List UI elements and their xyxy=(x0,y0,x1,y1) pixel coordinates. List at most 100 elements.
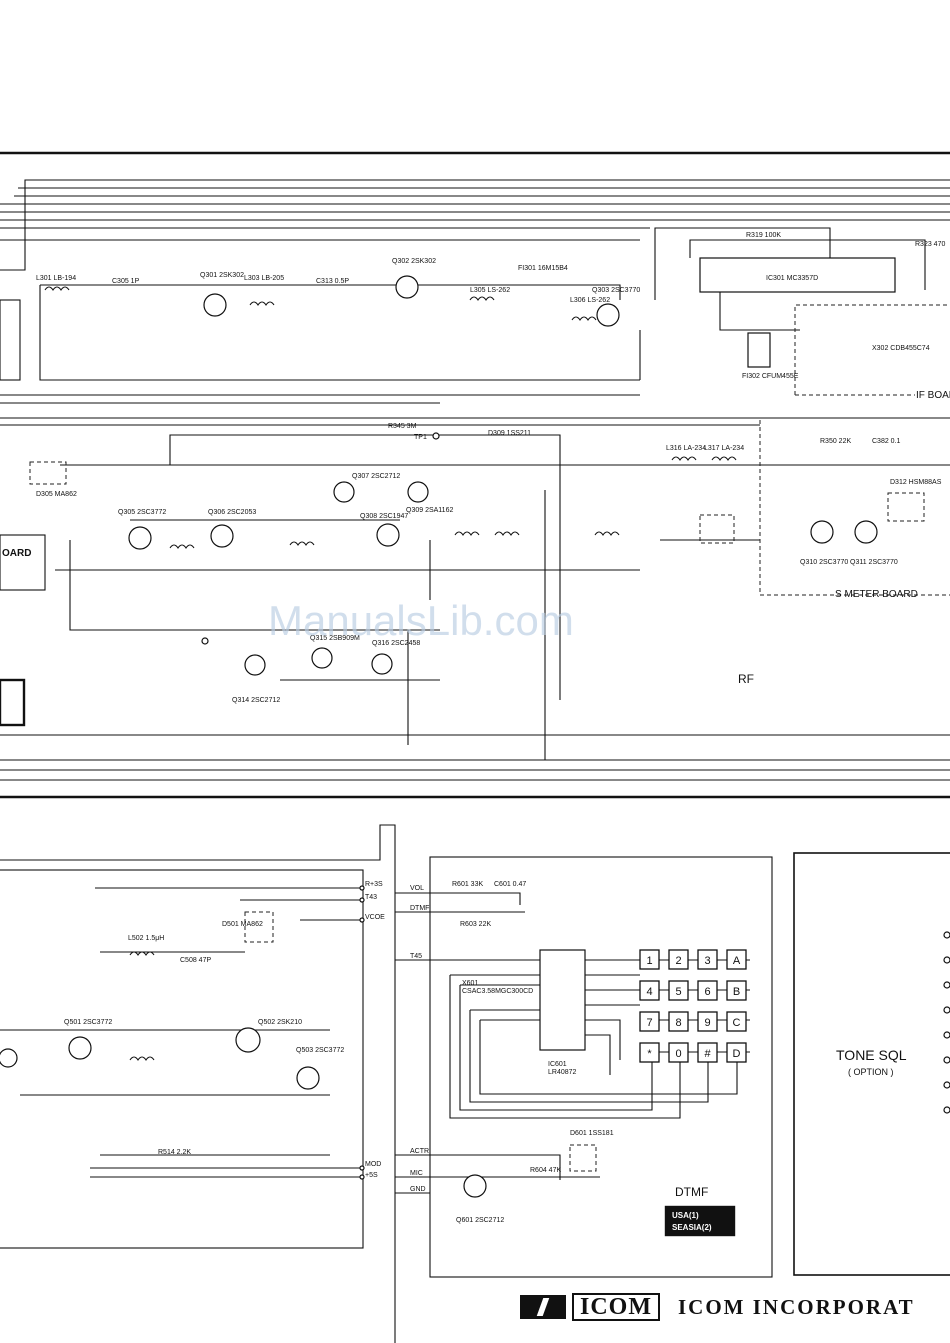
footer-logo: ICOM ICOM INCORPORAT xyxy=(520,1292,915,1322)
pin-5s-label: +5S xyxy=(365,1172,378,1179)
q601-label: Q601 2SC2712 xyxy=(456,1217,504,1224)
keypad-key-box xyxy=(668,1011,689,1032)
keypad-key-label: 4 xyxy=(646,986,652,998)
keypad-key-label: 1 xyxy=(646,955,652,967)
r603-label: R603 22K xyxy=(460,921,491,928)
keypad-key-box xyxy=(697,1042,718,1063)
ic601 xyxy=(539,949,586,1051)
l303-label: L303 LB-205 xyxy=(244,275,284,282)
tone-sql-title: TONE SQL xyxy=(836,1047,907,1063)
keypad-key-label: D xyxy=(733,1048,741,1060)
dtmf-versions-box: USA(1) SEASIA(2) xyxy=(672,1211,712,1232)
keypad-key-label: 3 xyxy=(704,955,710,967)
r350-label: R350 22K xyxy=(820,438,851,445)
q305-label: Q305 2SC3772 xyxy=(118,509,166,516)
pin-t43-label: T43 xyxy=(365,894,377,901)
pin-vol-label: VOL xyxy=(410,885,424,892)
pin-r35-label: R+3S xyxy=(365,881,383,888)
keypad-key: 7 xyxy=(639,1011,660,1032)
keypad-key-label: 9 xyxy=(704,1017,710,1029)
l317-label: L317 LA-234 xyxy=(704,445,744,452)
d501-label: D501 MA862 xyxy=(222,921,263,928)
q315-label: Q315 2SB909M xyxy=(310,635,360,642)
pin-dtmf-label: DTMF xyxy=(410,905,429,912)
s-meter-board-label: S METER BOARD xyxy=(835,589,918,600)
r604-label: R604 47K xyxy=(530,1167,561,1174)
l306-label: L306 LS-262 xyxy=(570,297,610,304)
if-board-label: IF BOARD xyxy=(916,390,950,401)
tone-sql-board: TONE SQL ( OPTION ) xyxy=(793,852,950,1276)
keypad-key-box xyxy=(639,1042,660,1063)
keypad-key-box xyxy=(668,980,689,1001)
vco-board xyxy=(0,824,396,1343)
r319-label: R319 100K xyxy=(746,232,781,239)
r514-label: R514 2.2K xyxy=(158,1149,191,1156)
keypad-key: 0 xyxy=(668,1042,689,1063)
dtmf-version-1: USA(1) xyxy=(672,1211,699,1220)
keypad-key: 2 xyxy=(668,949,689,970)
keypad-key-box xyxy=(668,949,689,970)
d309-label: D309 1SS211 xyxy=(488,430,531,437)
q316-label: Q316 2SC2458 xyxy=(372,640,420,647)
keypad-key-box xyxy=(639,980,660,1001)
fi301-label: FI301 16M15B4 xyxy=(518,265,568,272)
keypad-key-label: 6 xyxy=(704,986,710,998)
vco-labels: R+3S T43 VCOE MOD +5S Q501 2SC3772 Q502 … xyxy=(64,881,385,1179)
q308-label: Q308 2SC1947 xyxy=(360,513,408,520)
pin-gnd-label: GND xyxy=(410,1186,426,1193)
keypad-key-box xyxy=(639,949,660,970)
keypad-key-label: B xyxy=(733,986,740,998)
keypad-key-label: 5 xyxy=(675,986,681,998)
pin-actr-label: ACTR xyxy=(410,1148,429,1155)
keypad-key: D xyxy=(726,1042,747,1063)
l502-label: L502 1.5μH xyxy=(128,935,164,942)
keypad-key: 6 xyxy=(697,980,718,1001)
keypad-key: B xyxy=(726,980,747,1001)
keypad-key-box xyxy=(726,949,747,970)
keypad-key: A xyxy=(726,949,747,970)
rf-board xyxy=(0,151,950,799)
q503-label: Q503 2SC3772 xyxy=(296,1047,344,1054)
keypad-key: # xyxy=(697,1042,718,1063)
ic301 xyxy=(699,257,896,293)
keypad-key-box xyxy=(697,980,718,1001)
board-fragment-label: OARD xyxy=(2,548,31,559)
pin-mod-label: MOD xyxy=(365,1161,381,1168)
c305-label: C305 1P xyxy=(112,278,140,285)
l305-label: L305 LS-262 xyxy=(470,287,510,294)
keypad-key: 8 xyxy=(668,1011,689,1032)
c601-label: C601 0.47 xyxy=(494,881,526,888)
company-name: ICOM INCORPORAT xyxy=(678,1294,915,1319)
keypad-key: 4 xyxy=(639,980,660,1001)
fi302-label: FI302 CFUM455E xyxy=(742,373,799,380)
keypad-key-label: C xyxy=(733,1017,741,1029)
l316-label: L316 LA-234 xyxy=(666,445,706,452)
pin-t45-label: T45 xyxy=(410,953,422,960)
keypad-key-box xyxy=(639,1011,660,1032)
tone-sql-subtitle: ( OPTION ) xyxy=(848,1067,894,1077)
keypad-key-label: A xyxy=(733,955,741,967)
ic301-label: IC301 MC3357D xyxy=(766,275,818,282)
keypad-key: C xyxy=(726,1011,747,1032)
icom-brand: ICOM xyxy=(572,1293,660,1321)
l301-label: L301 LB-194 xyxy=(36,275,76,282)
icom-logo-icon xyxy=(520,1295,566,1319)
c508-label: C508 47P xyxy=(180,957,211,964)
pin-mic-label: MIC xyxy=(410,1170,423,1177)
keypad-key-box xyxy=(697,949,718,970)
q314-label: Q314 2SC2712 xyxy=(232,697,280,704)
keypad-key-label: 2 xyxy=(675,955,681,967)
keypad-key-label: # xyxy=(704,1048,711,1060)
keypad-key: 5 xyxy=(668,980,689,1001)
q307-label: Q307 2SC2712 xyxy=(352,473,400,480)
keypad-key-box xyxy=(726,1011,747,1032)
q309-label: Q309 2SA1162 xyxy=(406,507,453,514)
keypad-key-label: 7 xyxy=(646,1017,652,1029)
dtmf-version-2: SEASIA(2) xyxy=(672,1223,712,1232)
keypad-key-box xyxy=(726,1042,747,1063)
x302-label: X302 CDB455C74 xyxy=(872,345,930,352)
